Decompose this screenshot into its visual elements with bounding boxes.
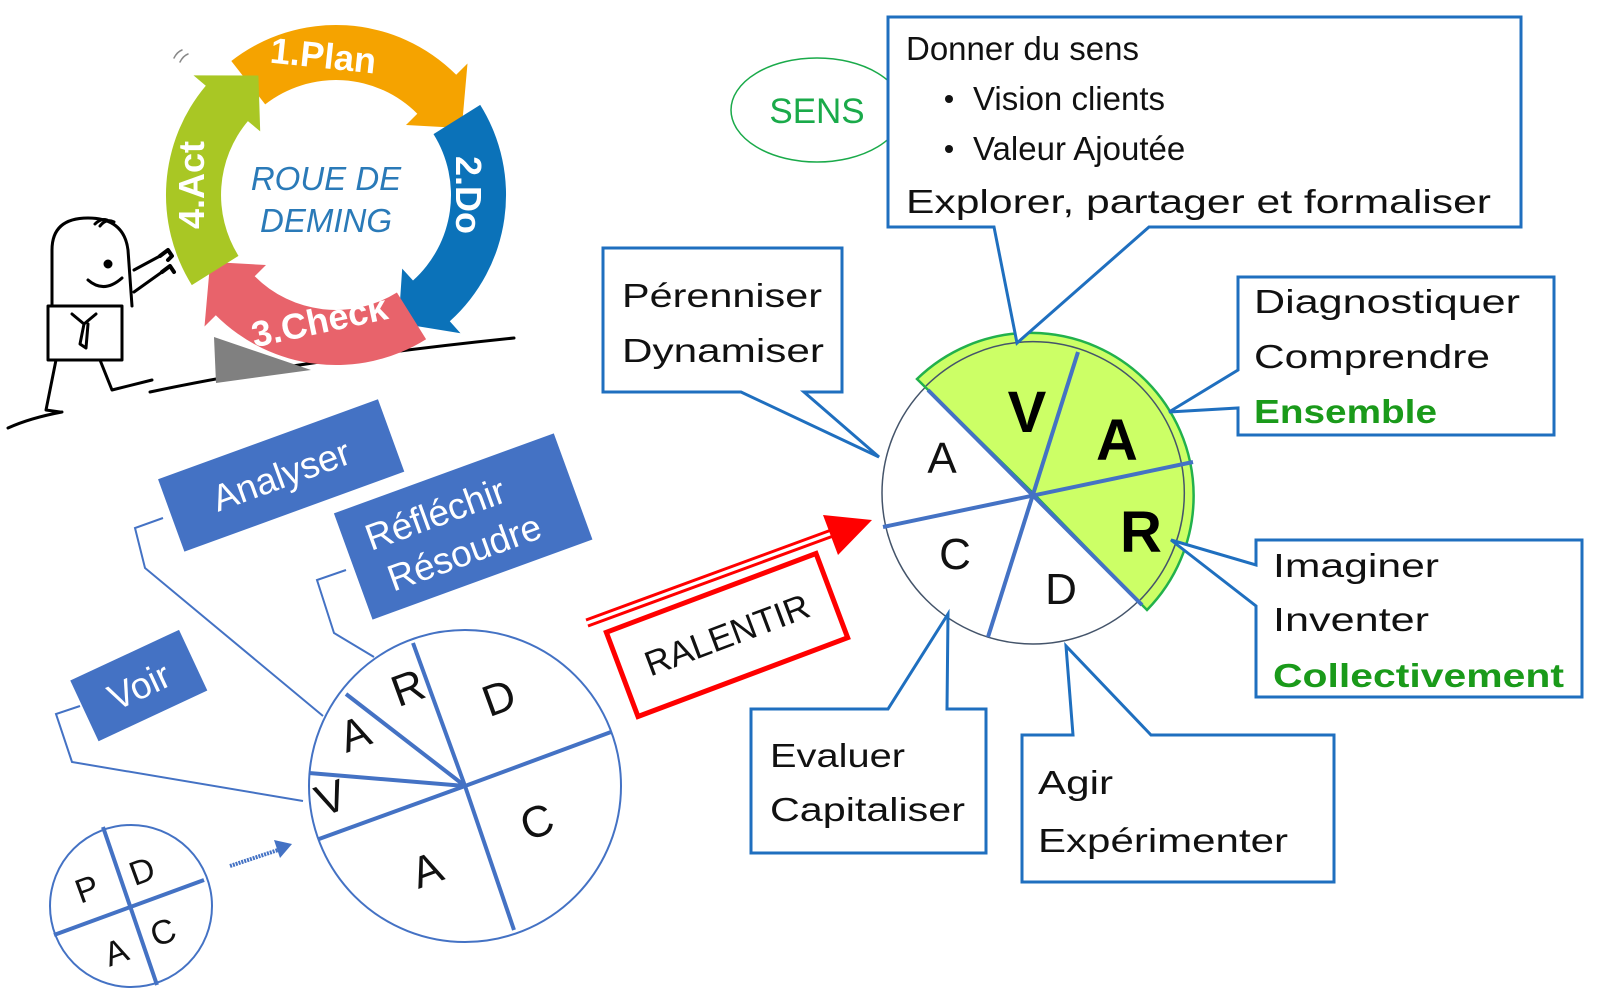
do-arrow-segment: [398, 104, 507, 334]
sens-footer: Explorer, partager et formaliser: [906, 183, 1491, 220]
callout-diagnostiquer: Diagnostiquer Comprendre Ensemble: [1168, 275, 1556, 437]
result-circle: V A R A C D: [881, 331, 1195, 645]
act-label: 4.Act: [171, 141, 212, 229]
diagnostiquer-line1: Diagnostiquer: [1254, 283, 1520, 320]
perenniser-line1: Pérenniser: [622, 277, 822, 314]
sens-bullet-2: Valeur Ajoutée: [973, 130, 1185, 167]
ralentir-box: RALENTIR: [603, 550, 851, 720]
vardca-circle: R D A V A C: [308, 629, 622, 943]
callout-perenniser: Pérenniser Dynamiser: [601, 246, 880, 459]
voir-connector: [54, 705, 304, 802]
sens-bullet-1: Vision clients: [973, 80, 1165, 117]
dashed-arrow: [229, 840, 292, 868]
result-v: V: [1008, 380, 1047, 445]
result-c: C: [939, 530, 971, 579]
sens-text: SENS: [769, 92, 864, 131]
deming-center-line2: DEMING: [260, 202, 392, 239]
diagnostiquer-line3: Ensemble: [1254, 393, 1437, 430]
callout-imaginer: Imaginer Inventer Collectivement: [1170, 538, 1584, 699]
evaluer-line2: Capitaliser: [770, 791, 965, 828]
bullet-icon: [945, 145, 953, 153]
perenniser-line2: Dynamiser: [622, 332, 824, 369]
stick-figure-illustration: [6, 49, 516, 430]
result-d: D: [1045, 565, 1077, 614]
sens-title: Donner du sens: [906, 30, 1139, 67]
bullet-icon: [945, 95, 953, 103]
evaluer-line1: Evaluer: [770, 737, 905, 774]
result-a-bold: A: [1096, 408, 1138, 473]
callout-evaluer: Evaluer Capitaliser: [749, 608, 988, 855]
connector-lines: [54, 517, 375, 802]
result-r: R: [1120, 500, 1162, 565]
diagnostiquer-line2: Comprendre: [1254, 338, 1490, 375]
wedge-shape: [214, 337, 311, 383]
reflechir-connector: [315, 569, 375, 658]
act-arrow-segment: [165, 75, 261, 286]
callout-sens: Donner du sens Vision clients Valeur Ajo…: [886, 15, 1523, 346]
deming-wheel: [165, 24, 507, 366]
reflechir-resoudre-label: Réfléchir Résoudre: [333, 433, 593, 620]
sens-ellipse: SENS: [730, 57, 904, 163]
agir-line1: Agir: [1038, 764, 1113, 801]
deming-wheel-labels: 1.Plan 2.Do 3.Check 4.Act ROUE DE DEMING: [171, 30, 489, 356]
voir-label: Voir: [70, 629, 208, 742]
agir-line2: Expérimenter: [1038, 822, 1288, 859]
check-arrow-segment: [204, 261, 427, 366]
pdca-circle: P D A C: [49, 824, 213, 988]
red-arrow: [585, 515, 872, 628]
imaginer-line1: Imaginer: [1273, 547, 1439, 584]
result-a: A: [927, 434, 957, 483]
callout-agir: Agir Expérimenter: [1020, 641, 1336, 884]
do-label: 2.Do: [448, 156, 489, 234]
analyser-connector: [133, 517, 324, 717]
deming-center-line1: ROUE DE: [251, 160, 402, 197]
imaginer-line2: Inventer: [1273, 601, 1429, 638]
imaginer-line3: Collectivement: [1273, 657, 1564, 694]
plan-arrow-segment: [231, 24, 468, 129]
